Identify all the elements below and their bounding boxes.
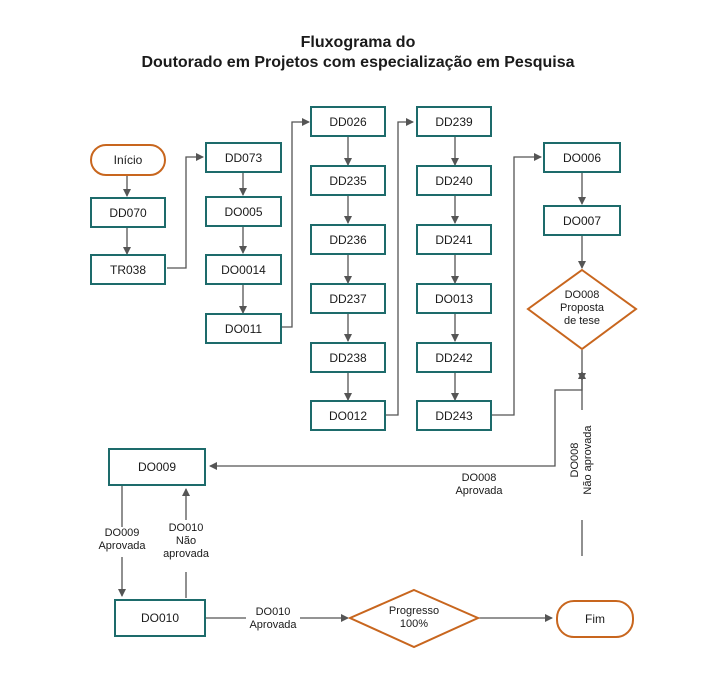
edge-do010-aprovada-line-2: Aprovada [249,619,297,631]
node-do012: DO012 [310,400,386,431]
title-line-2: Doutorado em Projetos com especialização… [141,54,575,71]
node-do006: DO006 [543,142,621,173]
node-do011: DO011 [205,313,282,344]
node-dd026: DD026 [310,106,386,137]
edge-do009-aprovada-line-1: DO009 [104,527,140,539]
node-do005: DO005 [205,196,282,227]
node-dd239: DD239 [416,106,492,137]
edge-do010-nao-line-1: DO010 [168,522,204,534]
do008-line-1: DO008 [564,289,600,301]
edge-do010-nao-line-2: Não [175,535,197,547]
node-dd240: DD240 [416,165,492,196]
edge-do010-aprovada-line-1: DO010 [255,606,291,618]
node-dd236: DD236 [310,224,386,255]
do008-label: DO008 Proposta de tese [542,289,622,328]
do008-line-3: de tese [563,315,601,327]
node-dd235: DD235 [310,165,386,196]
node-tr038: TR038 [90,254,166,285]
title-line-1: Fluxograma do [300,34,416,51]
node-dd241: DD241 [416,224,492,255]
do008-line-2: Proposta [559,302,605,314]
progresso-label: Progresso 100% [374,605,454,631]
edge-do008-nao-aprovada: DO008 Não aprovada [569,425,594,495]
edge-do008-aprovada-line-2: Aprovada [455,485,503,497]
edge-do009-aprovada-line-2: Aprovada [98,540,146,552]
start-terminal: Início [90,144,166,176]
node-do010: DO010 [114,599,206,637]
node-dd237: DD237 [310,283,386,314]
edge-do010-nao-line-3: aprovada [163,548,209,560]
progresso-line-1: Progresso [388,605,440,617]
progresso-diamond [347,588,481,649]
node-do0014: DO0014 [205,254,282,285]
node-dd070: DD070 [90,197,166,228]
edge-do010-aprovada: DO010 Aprovada [242,606,304,632]
do008-diamond [526,268,638,351]
node-dd242: DD242 [416,342,492,373]
edge-do008-aprovada-line-1: DO008 [461,472,497,484]
end-terminal: Fim [556,600,634,638]
progresso-line-2: 100% [399,618,429,630]
node-do007: DO007 [543,205,621,236]
node-dd073: DD073 [205,142,282,173]
node-do009: DO009 [108,448,206,486]
node-do013: DO013 [416,283,492,314]
edge-do009-aprovada: DO009 Aprovada [92,527,152,553]
edge-do008-aprovada: DO008 Aprovada [444,472,514,498]
edge-do010-nao-aprovada: DO010 Não aprovada [160,522,212,561]
node-dd238: DD238 [310,342,386,373]
node-dd243: DD243 [416,400,492,431]
